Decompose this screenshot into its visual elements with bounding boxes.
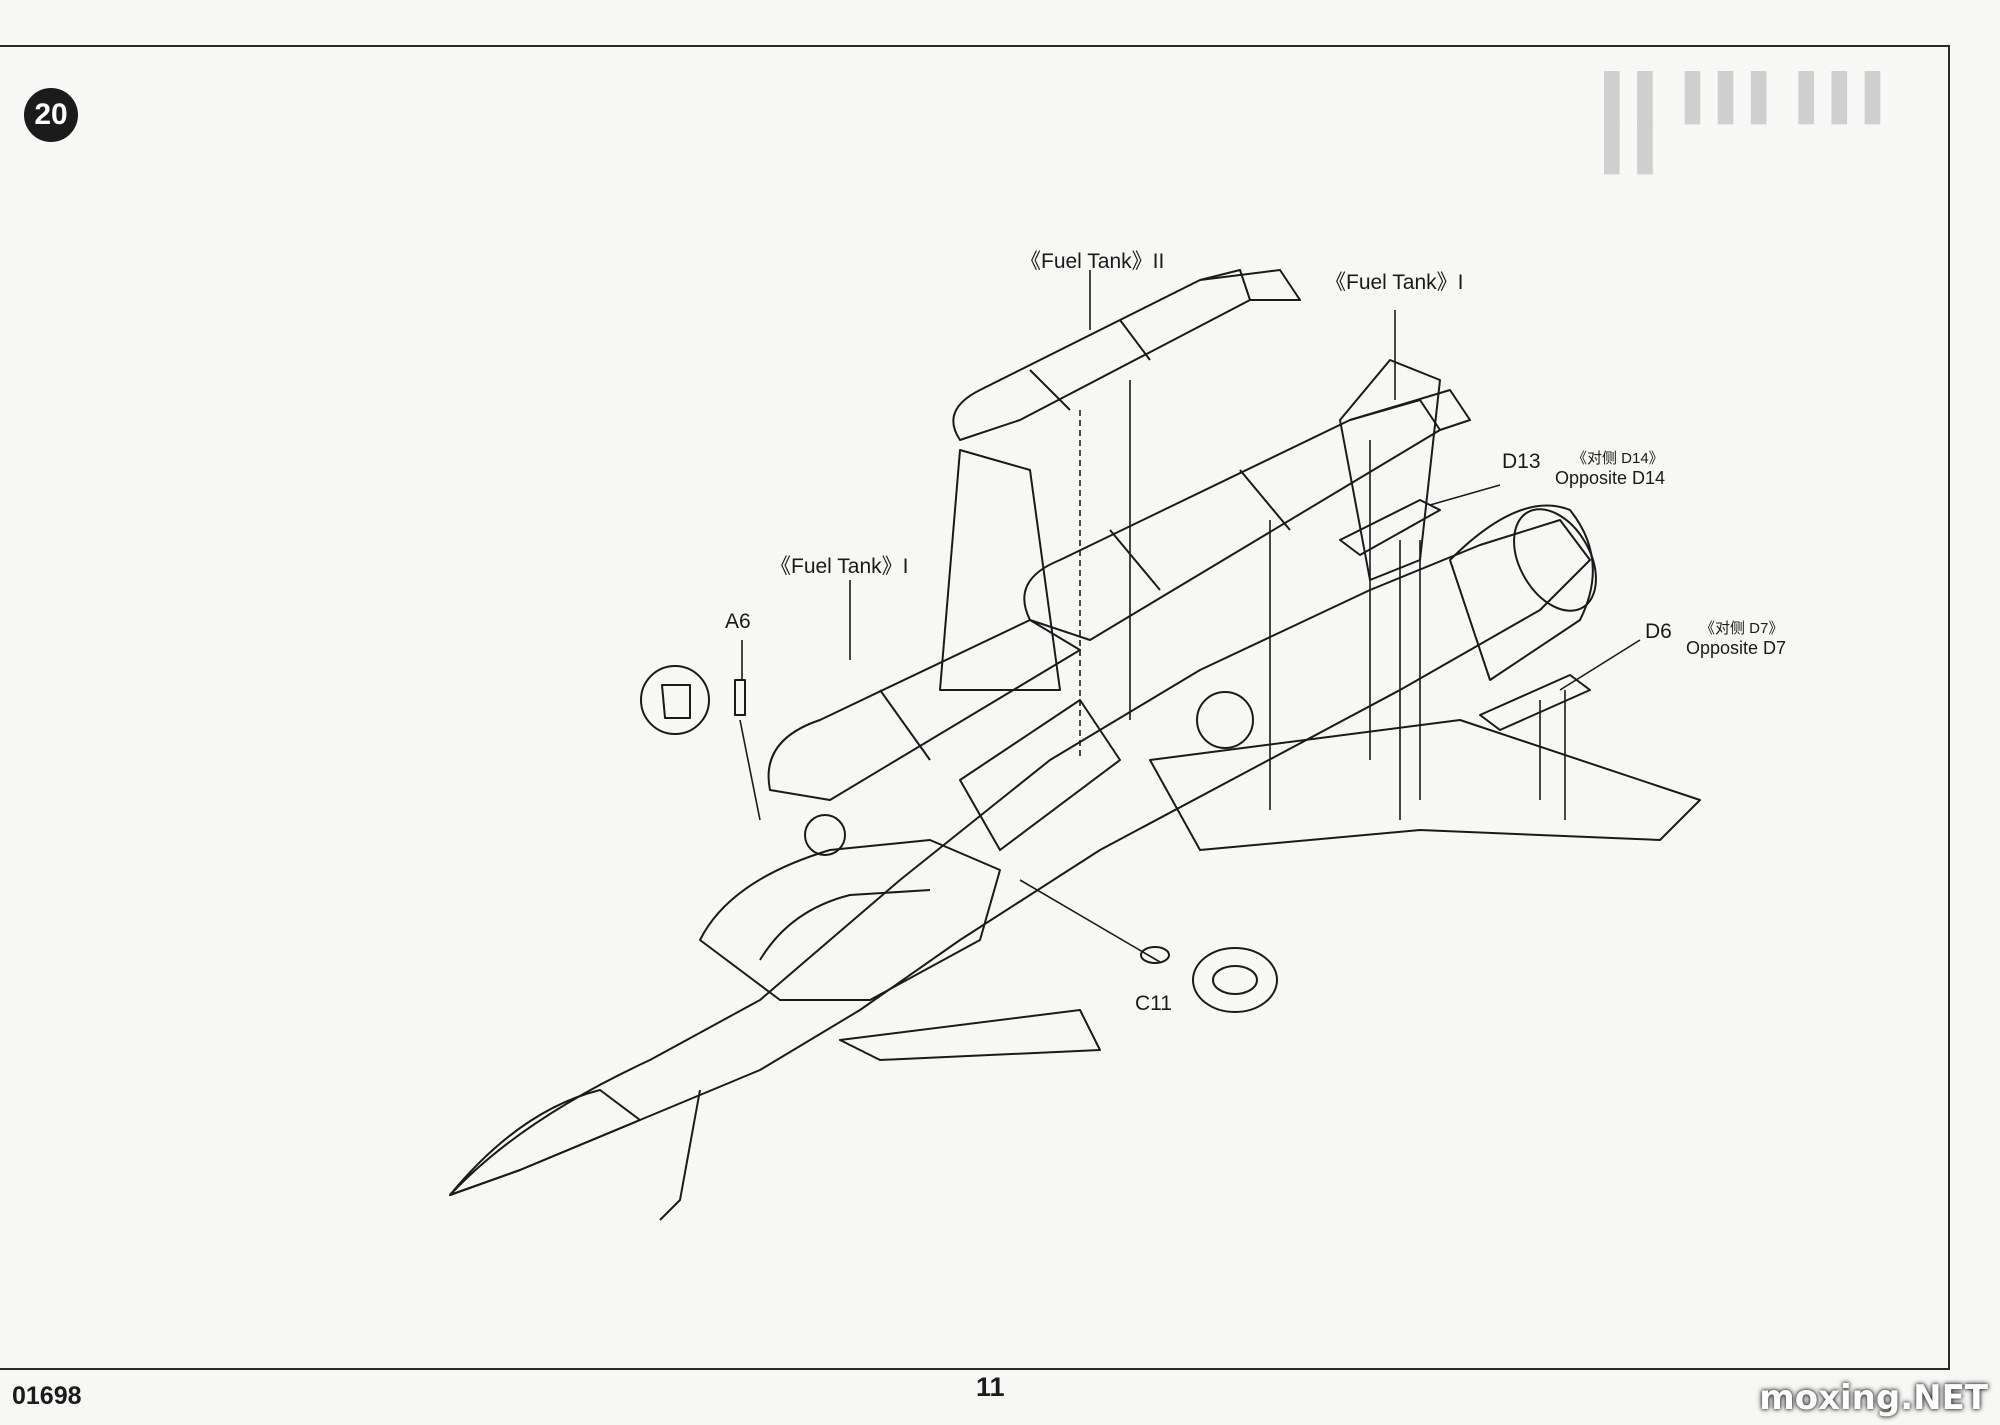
callout-d14-en: Opposite D14 bbox=[1555, 468, 1666, 488]
fuel-tank-2 bbox=[952, 269, 1251, 441]
product-code: 01698 bbox=[12, 1382, 82, 1410]
nose-gear bbox=[659, 1089, 701, 1221]
step-number-badge: 20 bbox=[24, 88, 78, 142]
c11-detail-circle bbox=[1192, 947, 1278, 1013]
callout-d7-cn: 《对侧 D7》 bbox=[1700, 620, 1784, 637]
wing-right bbox=[1149, 719, 1701, 851]
faded-logo: ▌▌ ▌▌▌ ▌▌▌ ▌▌ bbox=[1604, 72, 1898, 171]
watermark: moxing.NET bbox=[1759, 1378, 1988, 1418]
canopy bbox=[699, 839, 1001, 1001]
engine-nozzle bbox=[1449, 504, 1594, 681]
vertical-tail bbox=[1339, 359, 1441, 581]
callout-d7-en: Opposite D7 bbox=[1686, 638, 1787, 658]
fuel-tank-1-right bbox=[1023, 399, 1441, 641]
callout-a6: A6 bbox=[725, 610, 751, 633]
callout-fuel-tank-1-top: 《Fuel Tank》I bbox=[1325, 271, 1464, 294]
page-number: 11 bbox=[976, 1372, 1005, 1402]
nose-cone bbox=[449, 1089, 641, 1196]
callout-fuel-tank-1-left: 《Fuel Tank》I bbox=[770, 555, 909, 578]
page-frame bbox=[0, 45, 1950, 1370]
pylon-d6 bbox=[1479, 674, 1591, 731]
callout-d13: D13 bbox=[1502, 450, 1541, 473]
fuel-tank-1-left bbox=[767, 619, 1081, 801]
fuselage-outline bbox=[449, 519, 1591, 1196]
wing-left bbox=[939, 449, 1061, 691]
callout-fuel-tank-2: 《Fuel Tank》II bbox=[1020, 250, 1165, 273]
callout-c11: C11 bbox=[1135, 992, 1172, 1015]
callout-d14-cn: 《对侧 D14》 bbox=[1572, 450, 1664, 467]
a6-detail-circle bbox=[640, 665, 710, 735]
ventral-fin bbox=[839, 1009, 1101, 1061]
callout-d6: D6 bbox=[1645, 620, 1672, 643]
pylon-d13 bbox=[1339, 499, 1441, 556]
air-intake bbox=[959, 699, 1121, 851]
